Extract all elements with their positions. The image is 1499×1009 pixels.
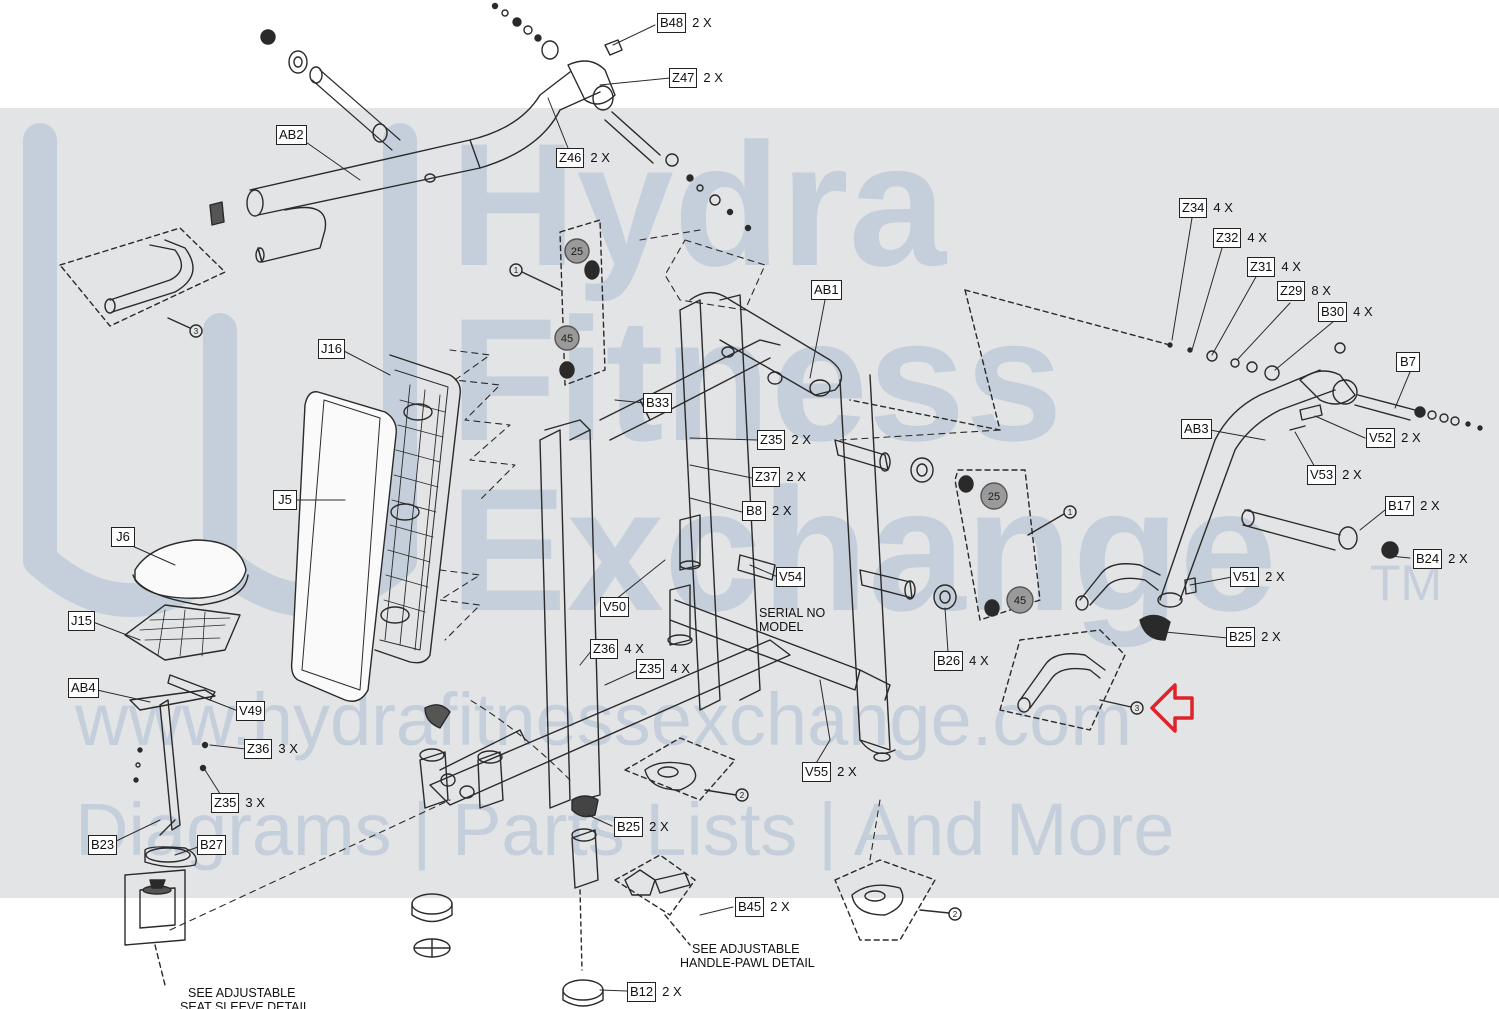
callout-ab2: AB2 bbox=[276, 125, 307, 145]
pad-label: 45 bbox=[561, 333, 573, 345]
grip-handle-detail-right bbox=[999, 629, 1144, 731]
watermark-brand-line1: Hydra bbox=[450, 108, 948, 303]
seat-assembly bbox=[124, 539, 249, 986]
press-arm-ab2 bbox=[209, 29, 601, 263]
pad-label: 25 bbox=[988, 491, 1000, 503]
foot-pad-detail bbox=[624, 737, 962, 941]
callout-v54: V54 bbox=[776, 567, 806, 587]
serial-number-note: SERIAL NO MODEL bbox=[759, 606, 826, 634]
ref-circle-label: 2 bbox=[953, 910, 958, 919]
assembly-dashed-lines bbox=[169, 229, 1001, 931]
callout-b27: B27 bbox=[197, 835, 227, 855]
callout-j15: J15 bbox=[68, 611, 95, 631]
pivot-shafts-right bbox=[834, 439, 1077, 621]
callout-ab1: AB1 bbox=[811, 280, 842, 300]
callout-j6: J6 bbox=[111, 527, 135, 547]
watermark-brand-line3: Exchange bbox=[450, 453, 1277, 648]
callout-ab3: AB3 bbox=[1181, 419, 1212, 439]
seat-sleeve-note: SEE ADJUSTABLE SEAT SLEEVE DETAIL bbox=[180, 986, 310, 1009]
callout-b33: B33 bbox=[643, 393, 673, 413]
callout-b7: B7 bbox=[1396, 352, 1420, 372]
ref-circle-label: 3 bbox=[1135, 704, 1140, 713]
ref-circle-label: 2 bbox=[740, 791, 745, 800]
press-arm-ab3 bbox=[849, 289, 1483, 641]
base-feet bbox=[411, 704, 604, 1007]
ref-circle bbox=[509, 263, 523, 277]
back-pad-assembly bbox=[290, 354, 461, 702]
pad-label: 45 bbox=[1014, 595, 1026, 607]
callout-v50: V50 bbox=[600, 597, 630, 617]
leader-lines bbox=[92, 24, 1411, 992]
callout-b23: B23 bbox=[88, 835, 118, 855]
ref-circle bbox=[1130, 701, 1144, 715]
pad-disc-labels: 25 45 25 45 bbox=[561, 246, 1026, 607]
pivot-plate-detail-upper bbox=[509, 219, 606, 386]
grip-handle-detail-left bbox=[59, 227, 226, 338]
callout-v49: V49 bbox=[236, 701, 266, 721]
callout-ab4: AB4 bbox=[68, 678, 99, 698]
ref-circle-label: 3 bbox=[194, 327, 199, 336]
highlight-arrow-icon bbox=[1150, 683, 1194, 733]
handle-pawl-detail bbox=[614, 854, 696, 946]
ref-circle bbox=[1063, 505, 1077, 519]
callout-j16: J16 bbox=[318, 339, 345, 359]
pad-discs bbox=[554, 238, 1034, 614]
top-hardware-stack bbox=[491, 2, 752, 232]
ref-circle-label: 1 bbox=[1068, 508, 1073, 517]
handle-pawl-note: SEE ADJUSTABLE HANDLE-PAWL DETAIL bbox=[680, 942, 815, 970]
pad-label: 25 bbox=[571, 246, 583, 258]
ref-circle-label: 1 bbox=[514, 266, 519, 275]
ref-circle bbox=[948, 907, 962, 921]
main-frame-ab1 bbox=[429, 291, 896, 809]
ref-circle bbox=[189, 324, 203, 338]
ref-circle-labels: 1 1 3 3 2 2 bbox=[194, 266, 1140, 919]
callout-j5: J5 bbox=[273, 490, 297, 510]
